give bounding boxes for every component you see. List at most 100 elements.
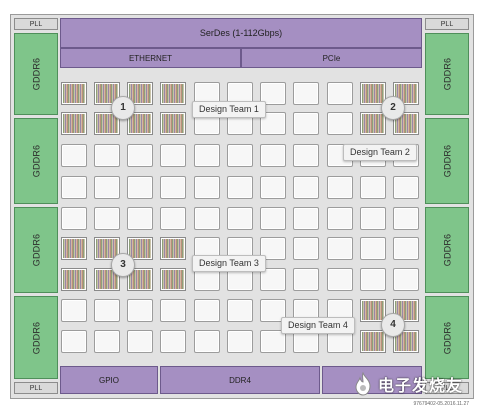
core-tile	[260, 330, 286, 353]
core-tile	[94, 330, 120, 353]
core-tile	[61, 176, 87, 199]
design-team-label-1: Design Team 1	[192, 101, 266, 118]
core-tile	[194, 299, 220, 322]
gddr6-right-1: GDDR6	[425, 33, 469, 115]
core-tile	[127, 144, 153, 167]
core-tile	[360, 176, 386, 199]
core-tile	[327, 268, 353, 291]
core-tile	[61, 207, 87, 230]
core-tile	[393, 207, 419, 230]
core-tile	[127, 176, 153, 199]
core-assigned	[94, 112, 120, 135]
core-assigned	[61, 237, 87, 260]
core-tile	[160, 176, 186, 199]
core-assigned	[393, 330, 419, 353]
core-assigned	[127, 112, 153, 135]
core-tile	[227, 207, 253, 230]
core-tile	[127, 330, 153, 353]
core-tile	[260, 112, 286, 135]
io-block-bottom-right	[322, 366, 422, 394]
core-tile	[61, 299, 87, 322]
core-tile	[227, 176, 253, 199]
core-tile	[127, 207, 153, 230]
pcie-block: PCIe	[241, 48, 422, 68]
core-tile	[227, 299, 253, 322]
core-assigned	[160, 268, 186, 291]
core-tile	[360, 268, 386, 291]
core-tile	[293, 237, 319, 260]
core-assigned	[127, 268, 153, 291]
core-tile	[327, 176, 353, 199]
core-tile	[194, 144, 220, 167]
team-number-3: 3	[111, 253, 135, 277]
core-tile	[260, 82, 286, 105]
core-tile	[393, 268, 419, 291]
core-tile	[194, 330, 220, 353]
core-assigned	[160, 237, 186, 260]
core-tile	[360, 207, 386, 230]
core-tile	[293, 176, 319, 199]
core-tile	[194, 176, 220, 199]
core-assigned	[360, 112, 386, 135]
core-tile	[160, 207, 186, 230]
core-tile	[260, 207, 286, 230]
core-tile	[293, 82, 319, 105]
core-tile	[327, 82, 353, 105]
core-tile	[327, 237, 353, 260]
gddr6-label: GDDR6	[30, 233, 41, 267]
watermark-text: 电子发烧友	[378, 378, 464, 395]
core-tile	[94, 144, 120, 167]
core-tile	[260, 144, 286, 167]
gddr6-label: GDDR6	[441, 144, 452, 178]
design-team-label-2: Design Team 2	[343, 144, 417, 161]
core-tile	[260, 268, 286, 291]
core-assigned	[94, 237, 120, 260]
core-tile	[61, 144, 87, 167]
design-team-label-4: Design Team 4	[281, 317, 355, 334]
core-tile	[260, 299, 286, 322]
figure-id: 97679402-05.2016.11.27	[413, 401, 469, 407]
pll-top-left: PLL	[14, 18, 58, 30]
core-assigned	[61, 268, 87, 291]
ddr4-block: DDR4	[160, 366, 320, 394]
core-tile	[94, 299, 120, 322]
gddr6-left-1: GDDR6	[14, 33, 58, 115]
core-tile	[94, 207, 120, 230]
core-tile	[127, 299, 153, 322]
core-assigned	[360, 82, 386, 105]
ethernet-block: ETHERNET	[60, 48, 241, 68]
core-assigned	[360, 330, 386, 353]
pll-bottom-left: PLL	[14, 382, 58, 394]
core-tile	[360, 237, 386, 260]
team-number-2: 2	[381, 96, 405, 120]
core-tile	[227, 144, 253, 167]
core-tile	[293, 112, 319, 135]
team-number-4: 4	[381, 313, 405, 337]
gddr6-right-4: GDDR6	[425, 296, 469, 379]
core-assigned	[160, 112, 186, 135]
gddr6-right-3: GDDR6	[425, 207, 469, 293]
design-team-label-3: Design Team 3	[192, 255, 266, 272]
gddr6-left-4: GDDR6	[14, 296, 58, 379]
gddr6-left-3: GDDR6	[14, 207, 58, 293]
gddr6-label: GDDR6	[441, 321, 452, 354]
core-assigned	[127, 237, 153, 260]
core-tile	[194, 207, 220, 230]
core-tile	[160, 299, 186, 322]
team-number-1: 1	[111, 96, 135, 120]
core-tile	[260, 237, 286, 260]
core-tile	[293, 268, 319, 291]
core-tile	[260, 176, 286, 199]
core-assigned	[61, 112, 87, 135]
core-tile	[293, 144, 319, 167]
watermark: 电子发烧友	[352, 370, 482, 398]
core-assigned	[61, 82, 87, 105]
gddr6-label: GDDR6	[30, 57, 41, 91]
serdes-block: SerDes (1-112Gbps)	[60, 18, 422, 48]
core-tile	[327, 112, 353, 135]
core-tile	[293, 207, 319, 230]
pll-bottom-right: PLL	[425, 382, 469, 394]
core-tile	[61, 330, 87, 353]
core-tile	[327, 207, 353, 230]
gddr6-label: GDDR6	[30, 144, 41, 178]
